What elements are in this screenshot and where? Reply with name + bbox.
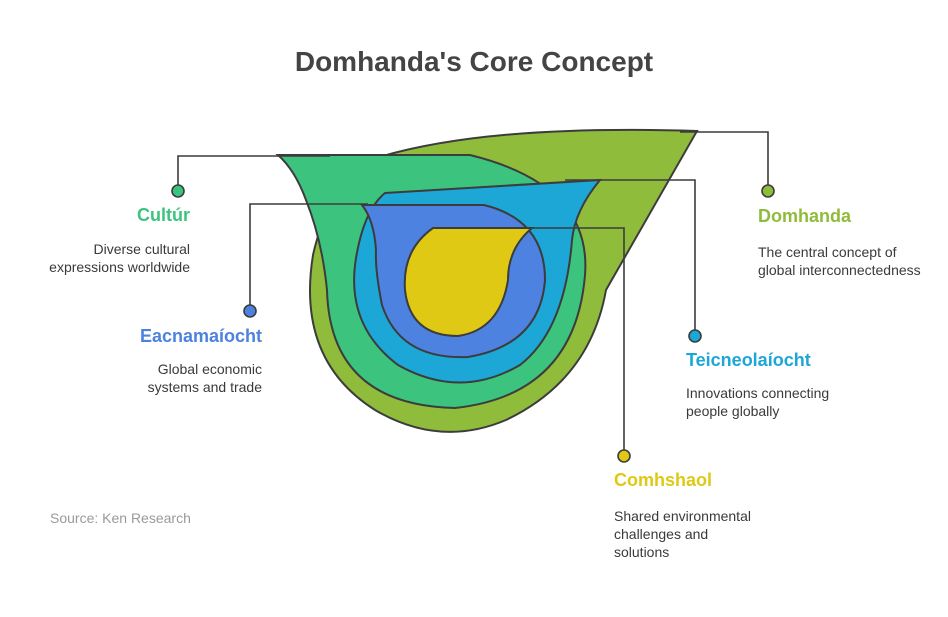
eacnamaiocht-label: Eacnamaíocht <box>139 326 262 346</box>
domhanda-label: Domhanda <box>758 206 852 226</box>
cultur-label: Cultúr <box>137 205 190 225</box>
source-note: Source: Ken Research <box>50 510 191 526</box>
comhshaol-dot <box>617 449 631 463</box>
domhanda-description: The central concept of global interconne… <box>758 244 921 278</box>
comhshaol-label: Comhshaol <box>614 470 713 490</box>
teicneolaiocht-connector <box>565 179 696 335</box>
teicneolaiocht-label: Teicneolaíocht <box>686 350 811 370</box>
eacnamaiocht-dot <box>243 304 257 318</box>
domhanda-dot <box>761 184 775 198</box>
cultur-dot <box>171 184 185 198</box>
comhshaol-description: Shared environmental challenges and solu… <box>614 508 751 560</box>
page-title: Domhanda's Core Concept <box>294 46 654 77</box>
cultur-description: Diverse cultural expressions worldwide <box>49 241 190 275</box>
cultur-connector <box>177 155 330 190</box>
domhanda-connector <box>680 131 769 190</box>
eacnamaiocht-connector <box>249 203 368 310</box>
eacnamaiocht-description: Global economic systems and trade <box>147 361 262 395</box>
comhshaol-layer <box>403 227 535 338</box>
teicneolaiocht-description: Innovations connecting people globally <box>686 385 830 419</box>
teicneolaiocht-dot <box>688 329 702 343</box>
comhshaol-connector <box>500 227 625 455</box>
